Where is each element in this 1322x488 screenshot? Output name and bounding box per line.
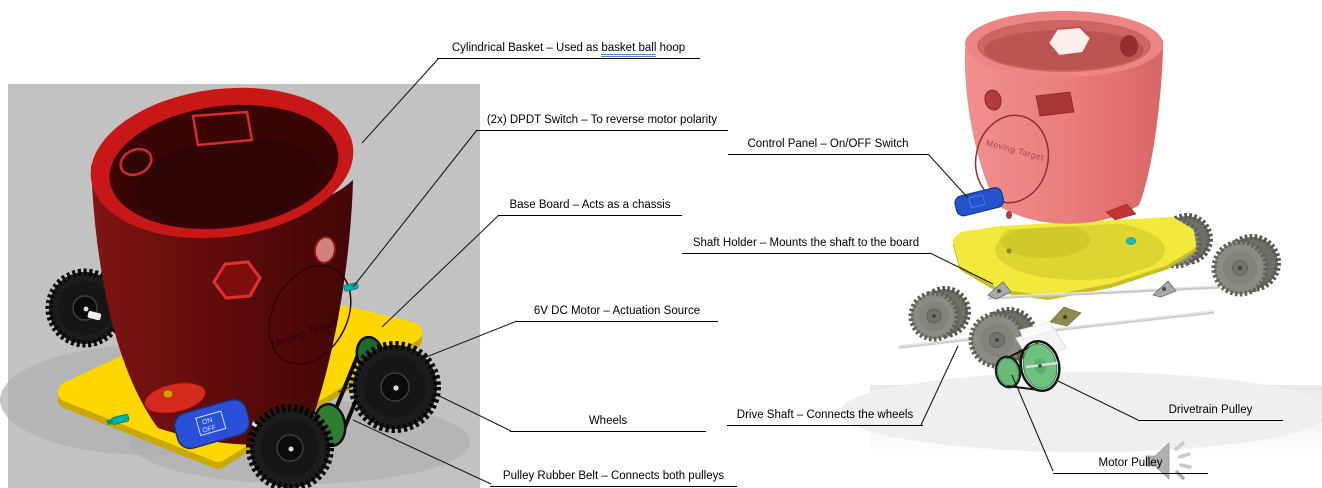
label-dpdt-switch: (2x) DPDT Switch – To reverse motor pola…: [476, 113, 728, 131]
leader-shaft-holder: [929, 252, 994, 285]
label-drive-shaft: Drive Shaft – Connects the wheels: [727, 408, 923, 426]
leader-motor-pulley: [1011, 374, 1054, 472]
label-control-panel: Control Panel – On/OFF Switch: [728, 137, 928, 155]
leader-base-board: [381, 214, 500, 328]
leader-lines: [337, 57, 1139, 485]
label-cylindrical-basket: Cylindrical Basket – Used as basket ball…: [437, 41, 700, 59]
wheel-exploded-left-2: [968, 307, 1038, 369]
circle-hole: [119, 147, 153, 177]
leader-dpdt-switch: [352, 129, 478, 288]
circle-hole: [313, 236, 337, 264]
leader-wheels: [422, 387, 512, 432]
shaft-holder-3: [1049, 306, 1082, 327]
rect-hole: [191, 110, 254, 147]
axle-stub: [87, 311, 102, 321]
cylindrical-basket-right: Moving Target: [960, 11, 1163, 224]
wheel-rear-right: [349, 341, 441, 433]
red-wedge: [1105, 203, 1137, 221]
label-motor-pulley: Motor Pulley: [1053, 456, 1208, 474]
label-shaft-holder: Shaft Holder – Mounts the shaft to the b…: [682, 236, 930, 254]
red-mount: [144, 382, 206, 414]
cylindrical-basket-left: Moving Target: [90, 87, 354, 445]
shaft-holder-1: [987, 281, 1012, 300]
rear-drive-shaft: [987, 285, 1221, 300]
label-wheels: Wheels: [510, 414, 706, 432]
leader-dc-motor: [337, 320, 518, 393]
board-hole: [1006, 248, 1012, 254]
switch-on-text: ON: [201, 417, 213, 427]
hex-hole: [212, 260, 262, 300]
hex-hole: [1046, 25, 1093, 58]
dpdt-switch-left: [106, 413, 130, 426]
control-panel-exploded: [954, 187, 1005, 217]
left-render-assembled-robot: Moving Target ON OFF: [0, 84, 480, 488]
label-base-board: Base Board – Acts as a chassis: [498, 198, 682, 216]
right-render-exploded-view: Moving Target: [840, 11, 1322, 455]
floor-shadow: [840, 372, 1322, 452]
label-cylindrical-basket-highlight: basket ball: [601, 42, 657, 57]
rect-hole: [1035, 91, 1075, 117]
control-panel-left: ON OFF: [173, 398, 251, 450]
leader-drivetrain-pulley: [1057, 380, 1139, 421]
front-drive-shaft: [898, 310, 1215, 349]
leader-drive-shaft: [920, 345, 959, 426]
base-board-exploded: [953, 217, 1196, 300]
drivetrain-pulley: [1019, 339, 1061, 393]
label-drivetrain-pulley: Drivetrain Pulley: [1138, 403, 1283, 421]
leader-control-panel: [927, 153, 969, 199]
label-dc-motor: 6V DC Motor – Actuation Source: [516, 304, 718, 322]
leader-pulley-belt: [352, 419, 492, 485]
wheel-exploded-left-1: [908, 286, 971, 342]
shaft-holder-2: [1152, 280, 1177, 298]
wheel-exploded-far-right: [1211, 234, 1281, 297]
leader-cylindrical-basket: [361, 57, 440, 144]
label-cylindrical-basket-suffix: hoop: [656, 42, 686, 54]
label-pulley-belt: Pulley Rubber Belt – Connects both pulle…: [490, 469, 737, 487]
engraving-oval: [268, 265, 352, 365]
switch-off-text: OFF: [202, 424, 217, 435]
label-cylindrical-basket-prefix: Cylindrical Basket – Used as: [451, 42, 602, 54]
teal-switch-on-board: [1125, 237, 1137, 245]
circle-hole: [1120, 35, 1138, 57]
wheel-front: [246, 404, 334, 488]
circle-hole: [984, 89, 1002, 111]
